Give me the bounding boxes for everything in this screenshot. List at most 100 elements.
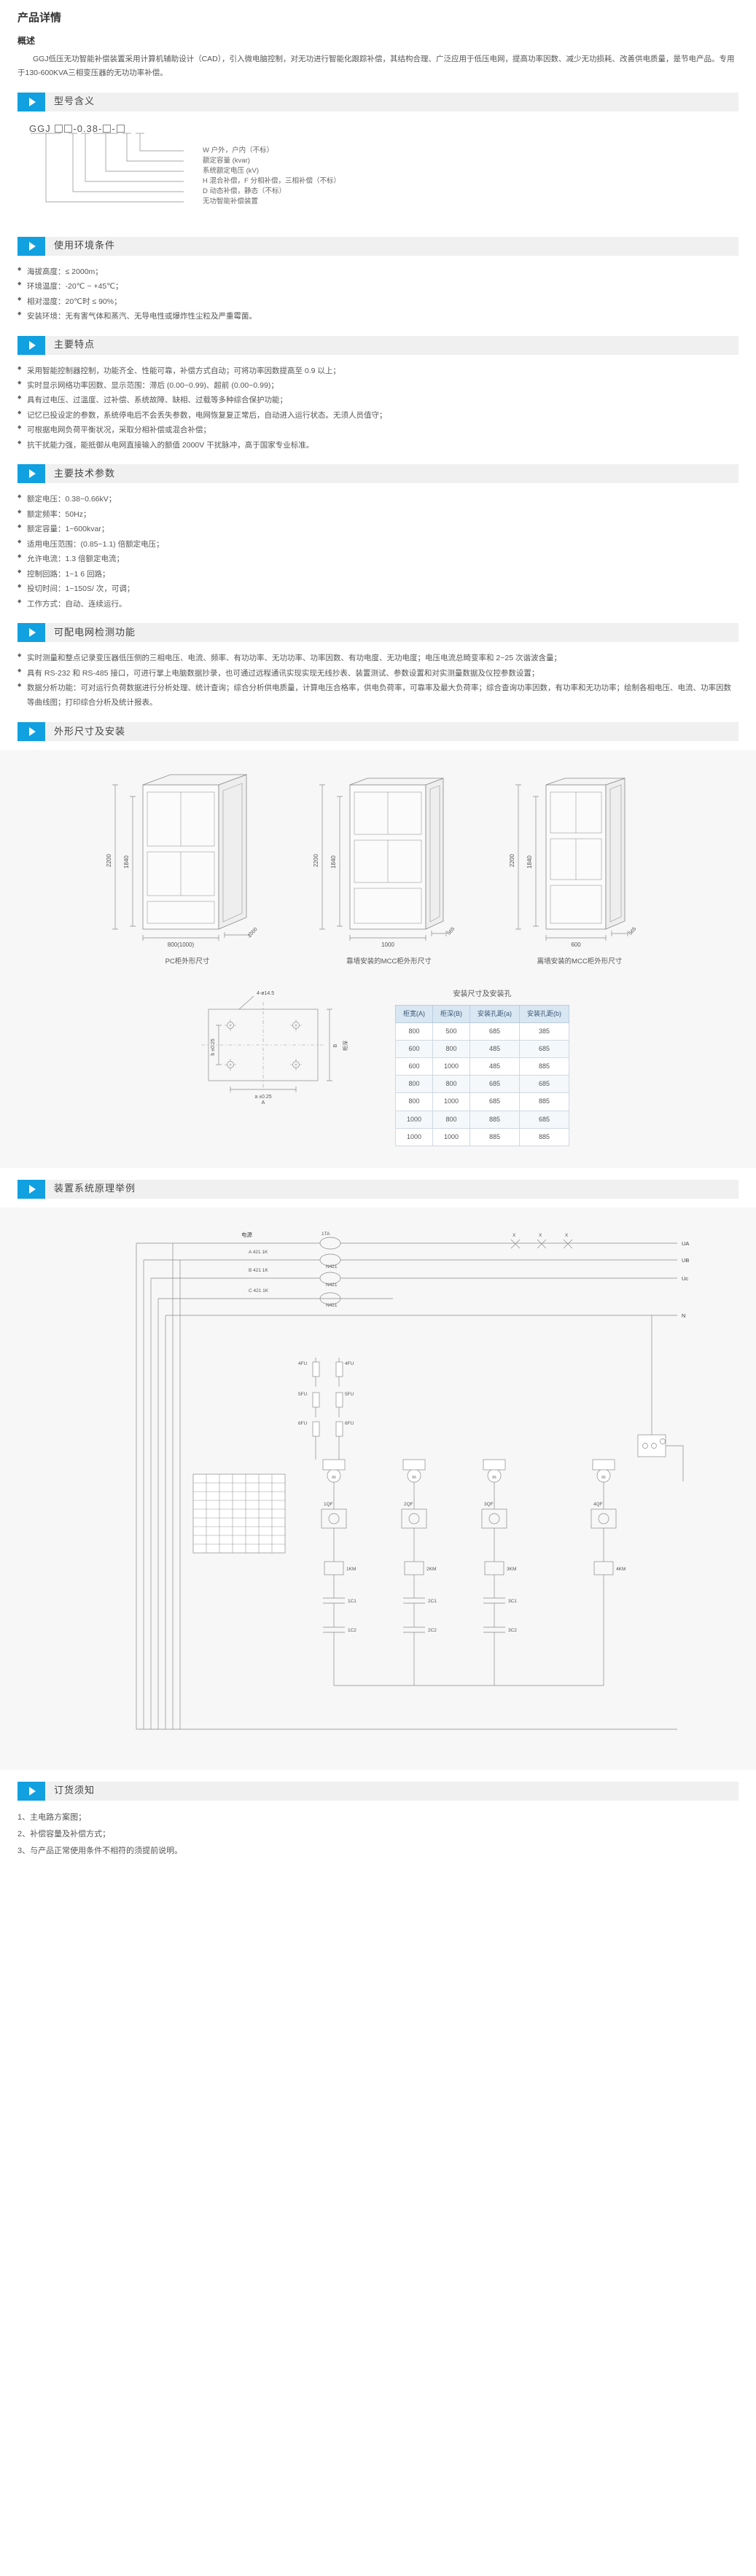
cap-label-2c2: 2C2	[428, 1628, 437, 1633]
table-row: 1000 800 885 685	[395, 1110, 569, 1129]
section-header-features: 主要特点	[17, 335, 739, 355]
dim-height-outer: 2200	[509, 854, 515, 867]
dim-A: A	[262, 1100, 265, 1104]
cabinet-mcc-wall: 2200 1840 1000	[311, 767, 467, 968]
model-code-tail: -	[112, 122, 116, 134]
section-header-grid: 可配电网检测功能	[17, 623, 739, 643]
table-row: 800 800 685 685	[395, 1075, 569, 1094]
cap-label-1c2: 1C2	[348, 1628, 356, 1633]
branch-tag-3: 3QF	[484, 1502, 494, 1507]
cell: 800	[432, 1110, 470, 1129]
list-item: 控制回路：1~1 6 回路；	[17, 567, 739, 582]
cabinet-caption: 离墙安装的MCC柜外形尺寸	[537, 957, 623, 966]
overview-paragraph: GGJ低压无功智能补偿装置采用计算机辅助设计（CAD），引入微电脑控制，对无功进…	[17, 54, 735, 78]
cap-label-1c1: 1C1	[348, 1599, 356, 1604]
cabinet-mcc-wall-drawing: 2200 1840 1000	[313, 778, 456, 948]
cell: 885	[469, 1110, 520, 1129]
section-title-dims: 外形尺寸及安装	[45, 721, 739, 741]
relay-label-5fu-2: 5FU	[345, 1392, 354, 1397]
dim-height-inner: 1840	[330, 856, 337, 869]
list-item: 额定容量：1~600kvar；	[17, 522, 739, 536]
list-item: 3、与产品正常使用条件不相符的须提前说明。	[17, 1846, 183, 1855]
dim-width: 1000	[381, 941, 394, 948]
cell: 1000	[395, 1110, 433, 1129]
cell: 685	[519, 1040, 569, 1059]
cell: 800	[432, 1040, 470, 1059]
model-code-prefix: GGJ	[29, 122, 51, 134]
cabinet-mcc-free: 2200 1840 600	[507, 767, 652, 968]
dim-depth: 1000	[247, 927, 259, 939]
model-leader-lines	[31, 133, 184, 202]
dim-B: B	[333, 1044, 338, 1047]
column-header: 柜宽(A)	[395, 1004, 433, 1024]
section-header-model: 型号含义	[17, 92, 739, 111]
cell: 685	[469, 1022, 520, 1041]
bus-label-ub: UB	[682, 1257, 689, 1264]
phase-label-a: A 421 1K	[249, 1250, 268, 1255]
list-item: 适用电压范围：(0.85~1.1) 倍额定电压；	[17, 537, 739, 552]
section-title-order: 订货须知	[45, 1781, 739, 1801]
dimension-drawings-panel: 2200 1840	[0, 749, 756, 1168]
environment-list: 海拔高度：≤ 2000m； 环境温度：-20℃ ~ +45℃； 相对湿度：20℃…	[17, 265, 739, 324]
cell: 800	[395, 1022, 433, 1041]
cabinet-caption: PC柜外形尺寸	[165, 957, 210, 966]
order-notes-list: 1、主电路方案图； 2、补偿容量及补偿方式； 3、与产品正常使用条件不相符的须提…	[17, 1809, 739, 1860]
list-item: 实时测量和整点记录变压器低压侧的三相电压、电流、频率、有功功率、无功功率、功率因…	[17, 651, 739, 665]
dim-height-outer: 2200	[313, 854, 319, 867]
model-callout-0: W 户外，户内（不标）	[203, 146, 274, 154]
cap-label-2c1: 2C1	[428, 1599, 437, 1604]
phase-label-b: B 421 1K	[249, 1268, 268, 1273]
overview-heading: 概述	[17, 36, 36, 46]
cabinet-caption: 靠墙安装的MCC柜外形尺寸	[346, 957, 432, 966]
play-triangle-icon	[17, 236, 45, 256]
list-item: 安装环境：无有害气体和蒸汽、无导电性或爆炸性尘粒及严重霉菌。	[17, 309, 739, 324]
section-header-schematic: 装置系统原理举例	[17, 1179, 739, 1199]
model-box-3	[103, 124, 112, 133]
dim-depth: 565	[628, 926, 637, 936]
contactor-tag-4: 4KM	[616, 1567, 626, 1572]
table-title: 安装尺寸及安装孔	[453, 990, 512, 998]
play-triangle-icon	[17, 464, 45, 484]
section-title-env: 使用环境条件	[45, 236, 739, 256]
section-title-specs: 主要技术参数	[45, 464, 739, 484]
list-item: 允许电流：1.3 倍额定电流；	[17, 552, 739, 566]
contactor-tag-1: 1KM	[346, 1567, 356, 1572]
schematic-panel: 电源 1TA A 421 1K N421 B 421 1K N421 C 421…	[0, 1207, 756, 1770]
dim-width: 800(1000)	[168, 941, 195, 948]
grid-functions-list: 实时测量和整点记录变压器低压侧的三相电压、电流、频率、有功功率、无功功率、功率因…	[17, 651, 739, 710]
hole-callout: 4-ø14.5	[257, 991, 274, 996]
dim-a-tol: a ±0.25	[254, 1095, 271, 1100]
cap-label-3c2: 3C2	[508, 1628, 517, 1633]
branch-tag-2: 2QF	[404, 1502, 413, 1507]
product-detail-page: 产品详情 概述 GGJ低压无功智能补偿装置采用计算机辅助设计（CAD），引入微电…	[0, 10, 756, 1889]
model-callout-5: 无功智能补偿装置	[203, 197, 259, 205]
list-item: 可根据电网负荷平衡状况，采取分相补偿或混合补偿；	[17, 423, 739, 437]
meter-symbol: m	[412, 1475, 416, 1480]
branch-group-1: 1QF 1KM 1C1 1C2	[321, 1459, 356, 1686]
list-item: 具有 RS-232 和 RS-485 接口，可进行掌上电脑数据抄录，也可通过远程…	[17, 666, 739, 681]
switch-label-2: X	[539, 1233, 542, 1238]
cell: 800	[395, 1092, 433, 1111]
relay-label-4fu-1: 4FU	[298, 1361, 308, 1366]
switch-label-3: X	[565, 1233, 569, 1238]
branch-tag-4: 4QF	[593, 1502, 603, 1507]
cell: 1000	[432, 1092, 470, 1111]
list-item: 额定频率：50Hz；	[17, 507, 739, 522]
features-list: 采用智能控制器控制，功能齐全、性能可靠，补偿方式自动；可将功率因数提高至 0.9…	[17, 364, 739, 453]
list-item: 投切时间：1~150S/ 次，可调；	[17, 582, 739, 596]
cell: 1000	[432, 1057, 470, 1076]
relay-label-6fu-1: 6FU	[298, 1421, 308, 1426]
list-item: 相对湿度：20℃时 ≤ 90%；	[17, 294, 739, 309]
cell: 1000	[432, 1127, 470, 1146]
meter-symbol: m	[332, 1475, 335, 1480]
cell: 885	[519, 1057, 569, 1076]
cell: 685	[519, 1110, 569, 1129]
dim-height-inner: 1840	[123, 856, 130, 869]
model-box-1	[55, 124, 63, 133]
dim-height-outer: 2200	[106, 854, 112, 867]
baseplate-and-table-row: 4-ø14.5 b ±0.25 B	[0, 968, 756, 1164]
cell: 800	[395, 1075, 433, 1094]
branch-group-4: 4QF 4KM	[591, 1459, 626, 1686]
list-item: 记忆已投设定的参数，系统停电后不会丢失参数，电网恢复复正常后，自动进入运行状态。…	[17, 408, 739, 423]
cell: 885	[519, 1092, 569, 1111]
